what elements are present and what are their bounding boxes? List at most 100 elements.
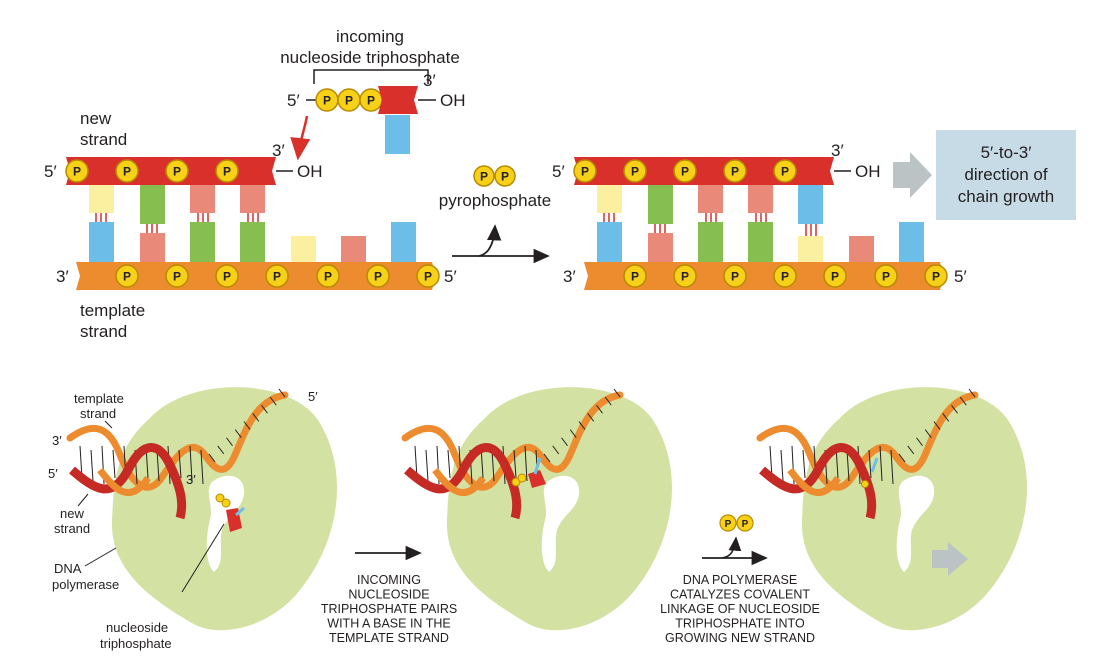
- phosphate-label: P: [273, 270, 281, 284]
- template-phosphate-7: P: [416, 264, 440, 288]
- template-tick: [252, 413, 260, 422]
- polymerase-cleft-3: [896, 475, 935, 572]
- phosphate-label: P: [123, 270, 131, 284]
- base-pair-rung: [425, 449, 429, 482]
- bottom-3prime: 3′: [52, 433, 62, 448]
- phosphate-label: P: [631, 165, 639, 179]
- result-base-new-5: [798, 185, 823, 224]
- template-tick: [916, 437, 923, 447]
- result-base-new-3: [698, 185, 723, 213]
- result-template-phosphate-3: P: [723, 264, 747, 288]
- base-new-3: [190, 185, 215, 213]
- result-new-phosphate-5: P: [773, 159, 797, 183]
- base-pair-rung: [178, 449, 182, 479]
- caption-line: DNA POLYMERASE: [683, 573, 797, 587]
- template-ribbon-front: [97, 467, 151, 496]
- result-base-template-2: [648, 233, 673, 262]
- template-ribbon: [756, 391, 979, 491]
- base-pair-rung: [156, 449, 160, 482]
- incoming-base: [385, 115, 410, 154]
- base-pair-rung: [879, 445, 883, 482]
- polymerase-cleft-2: [541, 475, 580, 572]
- incoming-5prime: 5′: [287, 91, 300, 110]
- base-new-1: [89, 185, 114, 213]
- base-template-4: [240, 222, 265, 262]
- hbond-pair: [197, 213, 209, 222]
- template-strand-backbone: [76, 262, 436, 290]
- reaction-arrow-group: P P pyrophosphate: [439, 165, 551, 264]
- incoming-phosphate-2: P: [337, 88, 361, 112]
- polymerase-panel-2: [401, 387, 673, 631]
- base-pair-rung: [90, 449, 94, 482]
- caption-line: TRIPHOSPHATE INTO: [675, 617, 805, 631]
- template-ribbon: [401, 391, 624, 491]
- phosphate-label: P: [73, 165, 81, 179]
- hbond-pair: [95, 213, 107, 222]
- polymerase-leader: [84, 547, 117, 567]
- base-template-2: [140, 233, 165, 262]
- result-base-template-6: [849, 236, 874, 262]
- template-3prime: 3′: [56, 267, 69, 286]
- result-template-3prime: 3′: [563, 267, 576, 286]
- pyrophosphate-phosphate-1: P: [473, 165, 495, 187]
- phosphate-label: P: [742, 519, 749, 530]
- top-left-panel: incoming nucleoside triphosphate 5′ P P …: [44, 27, 466, 341]
- step2-pyrophosphate: P P: [719, 514, 754, 532]
- polymerase-label-1: DNA: [54, 561, 82, 576]
- template-tick: [543, 453, 551, 463]
- phosphate-label: P: [480, 170, 488, 184]
- new-strand-ribbon: [404, 443, 522, 520]
- template-tick: [552, 445, 560, 455]
- template-tick: [278, 388, 286, 398]
- phosphate-label: P: [501, 170, 509, 184]
- phosphate-label: P: [781, 165, 789, 179]
- base-template-1: [89, 222, 114, 262]
- phosphate-label: P: [831, 270, 839, 284]
- base-pair-rung: [524, 445, 528, 482]
- result-template-phosphate-4: P: [773, 264, 797, 288]
- result-oh: OH: [855, 162, 881, 181]
- phosphate-label: P: [173, 165, 181, 179]
- caption-line: GROWING NEW STRAND: [665, 631, 815, 645]
- template-phosphate-6: P: [366, 264, 390, 288]
- pyrophosphate-phosphate-2: P: [494, 165, 516, 187]
- template-tick: [217, 445, 225, 455]
- incoming-label-line1: incoming: [336, 27, 404, 46]
- base-pair-rung: [189, 445, 193, 482]
- new-strand-3prime: 3′: [272, 141, 285, 160]
- result-new-3prime: 3′: [831, 141, 844, 160]
- template-phosphate-4: P: [265, 264, 289, 288]
- hbond-pair: [247, 213, 259, 222]
- result-template-backbone: [584, 262, 944, 290]
- phosphate-label: P: [345, 94, 353, 108]
- new-strand-5prime: 5′: [44, 162, 57, 181]
- template-label-line1: template: [80, 301, 145, 320]
- template-tick: [561, 437, 568, 447]
- bottom-5prime: 5′: [48, 466, 58, 481]
- template-tick: [208, 453, 216, 463]
- base-new-4: [240, 185, 265, 213]
- template-tick: [924, 429, 932, 438]
- caption-line: NUCLEOSIDE: [348, 588, 429, 602]
- base-pair-rung: [868, 449, 872, 479]
- nucleoside-triphosphate-1: [215, 493, 245, 532]
- pyrophosphate-release-arrow: [478, 224, 502, 257]
- dna-helix-2: [401, 388, 624, 520]
- template-tick: [604, 396, 612, 406]
- incoming-red-arrow: [290, 115, 311, 161]
- base-template-5: [291, 236, 316, 262]
- incoming-oh: OH: [440, 91, 466, 110]
- caption-line: CATALYZES COVALENT: [670, 588, 810, 602]
- caption-line: LINKAGE OF NUCLEOSIDE: [660, 602, 820, 616]
- nucleoside-label-1: nucleoside: [106, 620, 168, 635]
- new-strand-phosphate-3: P: [165, 159, 189, 183]
- template-tick: [569, 429, 577, 438]
- new-strand-ribbon: [759, 443, 877, 520]
- phosphate-label: P: [882, 270, 890, 284]
- bottom-template-label-1: template: [74, 391, 124, 406]
